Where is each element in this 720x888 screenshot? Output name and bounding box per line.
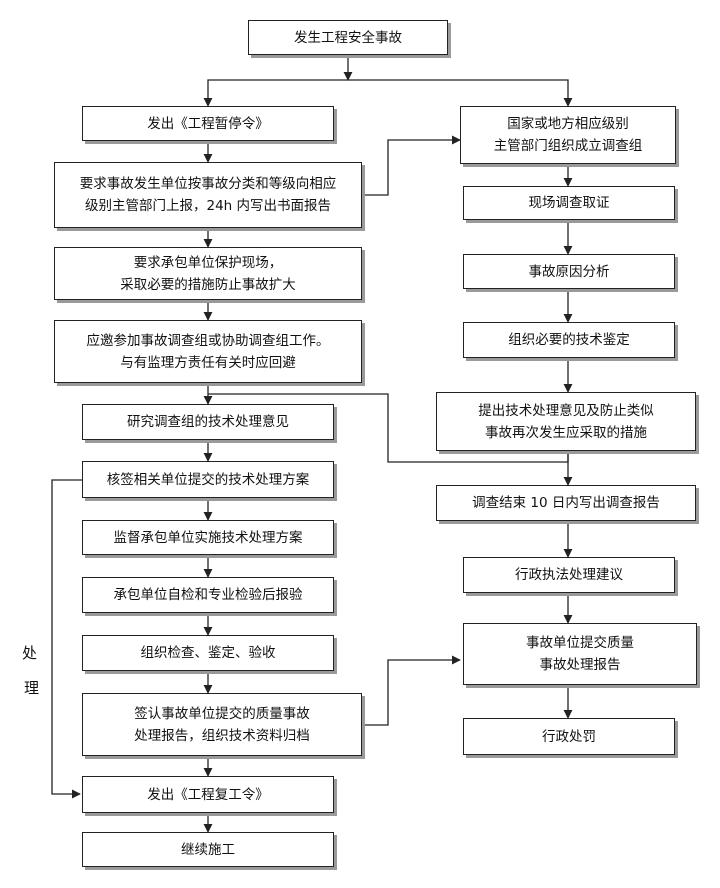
- sign-report-box: 签认事故单位提交的质量事故 处理报告，组织技术资料归档: [82, 693, 362, 756]
- investigation-group-box: 国家或地方相应级别 主管部门组织成立调查组: [460, 106, 676, 164]
- side-label-char-2: 理: [24, 679, 40, 697]
- accident-occurs-box: 发生工程安全事故: [248, 20, 448, 55]
- approve-plan-box: 核签相关单位提交的技术处理方案: [82, 461, 334, 498]
- study-opinion-box: 研究调查组的技术处理意见: [82, 404, 334, 440]
- supervise-implementation-box: 监督承包单位实施技术处理方案: [82, 520, 334, 555]
- site-evidence-box: 现场调查取证: [463, 186, 675, 220]
- measures-box: 提出技术处理意见及防止类似 事故再次发生应采取的措施: [436, 392, 696, 451]
- technical-appraisal-box: 组织必要的技术鉴定: [463, 322, 675, 358]
- administrative-advice-box: 行政执法处理建议: [463, 557, 675, 593]
- continue-construction-box: 继续施工: [82, 832, 334, 867]
- quality-report-box: 事故单位提交质量 事故处理报告: [463, 623, 697, 685]
- administrative-penalty-box: 行政处罚: [463, 718, 675, 755]
- join-investigation-box: 应邀参加事故调查组或协助调查组工作。 与有监理方责任有关时应回避: [54, 320, 362, 383]
- investigation-report-box: 调查结束 10 日内写出调查报告: [436, 485, 696, 521]
- protect-site-box: 要求承包单位保护现场， 采取必要的措施防止事故扩大: [54, 247, 362, 300]
- inspect-accept-box: 组织检查、鉴定、验收: [82, 635, 334, 671]
- self-inspection-box: 承包单位自检和专业检验后报验: [82, 577, 334, 613]
- side-label-char-1: 处: [22, 644, 38, 662]
- stop-work-order-box: 发出《工程暂停令》: [82, 106, 334, 141]
- resume-work-order-box: 发出《工程复工令》: [82, 776, 334, 813]
- cause-analysis-box: 事故原因分析: [463, 254, 675, 289]
- report-to-authority-box: 要求事故发生单位按事故分类和等级向相应 级别主管部门上报，24h 内写出书面报告: [54, 162, 362, 228]
